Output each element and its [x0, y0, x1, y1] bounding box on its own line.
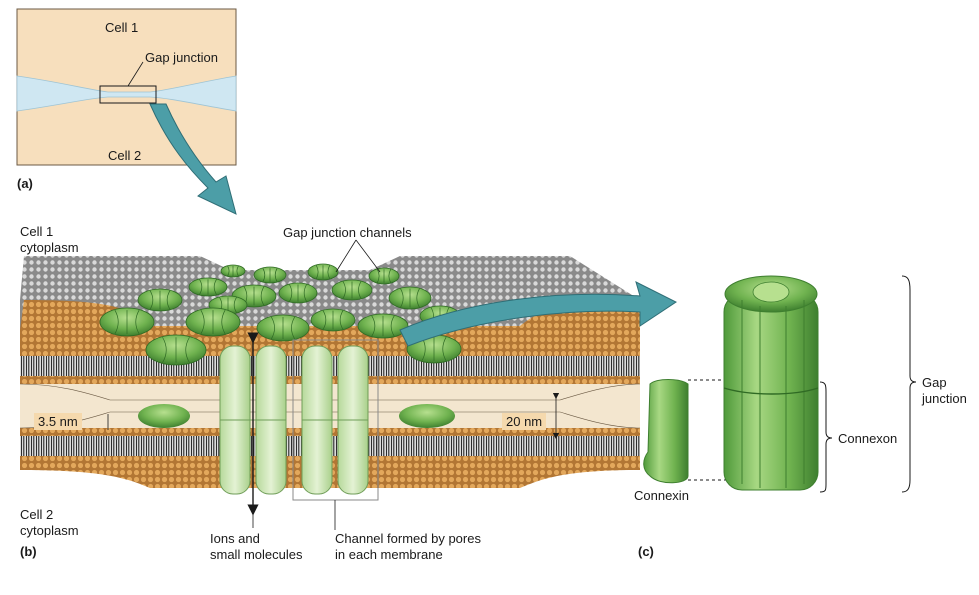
connexon-dome [145, 334, 207, 366]
panel-b-letter: (b) [20, 544, 37, 559]
connexon-dome [307, 263, 339, 281]
connexin-subunit [643, 379, 689, 484]
panel-c-letter: (c) [638, 544, 654, 559]
panel-a-letter: (a) [17, 176, 33, 191]
channel-pores-label-line1: Channel formed by pores [335, 531, 481, 546]
channel-pores-label-line2: in each membrane [335, 547, 443, 562]
cell2-cytoplasm-line1: Cell 2 [20, 507, 54, 522]
gap-junction-label-a: Gap junction [145, 50, 218, 65]
connexon-dome [368, 267, 400, 285]
cell1-cytoplasm-line2: cytoplasm [20, 240, 79, 255]
cell2-cytoplasm-line2: cytoplasm [20, 523, 79, 538]
connexon-domes [99, 263, 462, 366]
cell1-cytoplasm-line1: Cell 1 [20, 224, 54, 239]
gap-junction-channels-label: Gap junction channels [283, 225, 412, 240]
panel-a-cell-box [16, 8, 237, 166]
gap-junction-cylinder [723, 275, 819, 491]
connexon-dome [331, 279, 373, 301]
connexon-dome [256, 314, 310, 342]
connexon-label: Connexon [838, 431, 898, 446]
connexon-dome [253, 266, 287, 284]
connexon-dome [188, 277, 228, 297]
cell2-label-a: Cell 2 [108, 148, 142, 163]
zoom-arrow-b-to-c [399, 281, 677, 347]
connexon-dome [357, 313, 409, 339]
width-label-left: 3.5 nm [34, 413, 82, 430]
dimension-markers [107, 392, 560, 440]
pointer-lines [252, 239, 381, 530]
channel-cylinders [219, 345, 369, 495]
connexon-dome [185, 307, 241, 337]
width-label-right: 20 nm [502, 413, 547, 430]
connexon-dome [137, 288, 183, 312]
connexon-dome [388, 286, 432, 310]
ions-label-line2: small molecules [210, 547, 303, 562]
channel-right [301, 345, 369, 495]
ions-label-line1: Ions and [210, 531, 260, 546]
gap-junction-label-c-line1: Gap [922, 375, 947, 390]
cell1-label-a: Cell 1 [105, 20, 139, 35]
channel-highlight-box [292, 339, 379, 501]
connexon-dome [220, 264, 246, 278]
connexon-dome [278, 282, 318, 304]
zoom-arrow-a-to-b [149, 103, 237, 215]
gap-junction-label-c-line2: junction [922, 391, 967, 406]
connexon-dome [406, 334, 462, 364]
connexon-dome [310, 308, 356, 332]
gap-domes [138, 404, 455, 428]
connexin-label: Connexin [634, 488, 689, 503]
brackets [819, 275, 917, 493]
channel-left [219, 345, 287, 495]
connexon-dome [99, 307, 155, 337]
